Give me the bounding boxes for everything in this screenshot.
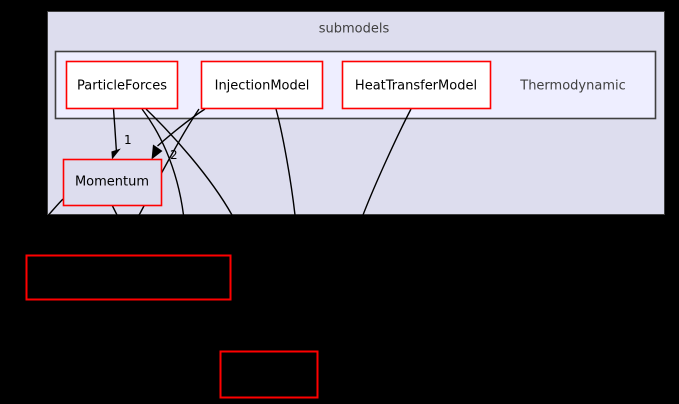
edge-particleforces-out-b [145,108,233,216]
edge-injectionmodel-out [275,108,296,216]
node-injectionmodel-label: InjectionModel [215,79,310,94]
node-particleforces-box[interactable] [65,60,179,110]
edge-particleforces-momentum [112,108,118,153]
edge-momentum-downleft [47,198,64,216]
arrowhead-to-momentum-2 [151,144,163,160]
node-offscreen-2-box[interactable] [219,350,319,399]
node-heattransfermodel-box[interactable] [341,60,492,110]
edge-label-1: 1 [124,133,132,147]
graph-edges [47,108,412,220]
node-particleforces[interactable]: ParticleForces [65,60,179,110]
cluster-submodels-label: submodels [319,22,390,37]
node-momentum-box[interactable] [62,158,163,207]
node-momentum-label: Momentum [75,175,149,190]
edge-label-2: 2 [170,148,178,162]
edge-arrowheads [111,144,163,160]
cluster-thermodynamic-label: Thermodynamic [519,79,626,94]
edge-heattransfermodel-out [362,108,412,216]
node-momentum[interactable]: Momentum [62,158,163,207]
edge-extra-out [136,108,200,220]
node-offscreen-1-box[interactable] [25,254,232,301]
arrowhead-to-momentum-1 [111,148,121,160]
node-offscreen-1[interactable] [25,254,232,301]
edge-injectionmodel-momentum [157,108,206,147]
node-offscreen-2[interactable] [219,350,319,399]
node-heattransfermodel-label: HeatTransferModel [355,79,477,94]
node-heattransfermodel[interactable]: HeatTransferModel [341,60,492,110]
edge-labels: 1 2 [124,133,178,162]
node-injectionmodel[interactable]: InjectionModel [200,60,324,110]
edge-particleforces-out-a [141,108,185,216]
node-injectionmodel-box[interactable] [200,60,324,110]
node-particleforces-label: ParticleForces [77,79,167,94]
